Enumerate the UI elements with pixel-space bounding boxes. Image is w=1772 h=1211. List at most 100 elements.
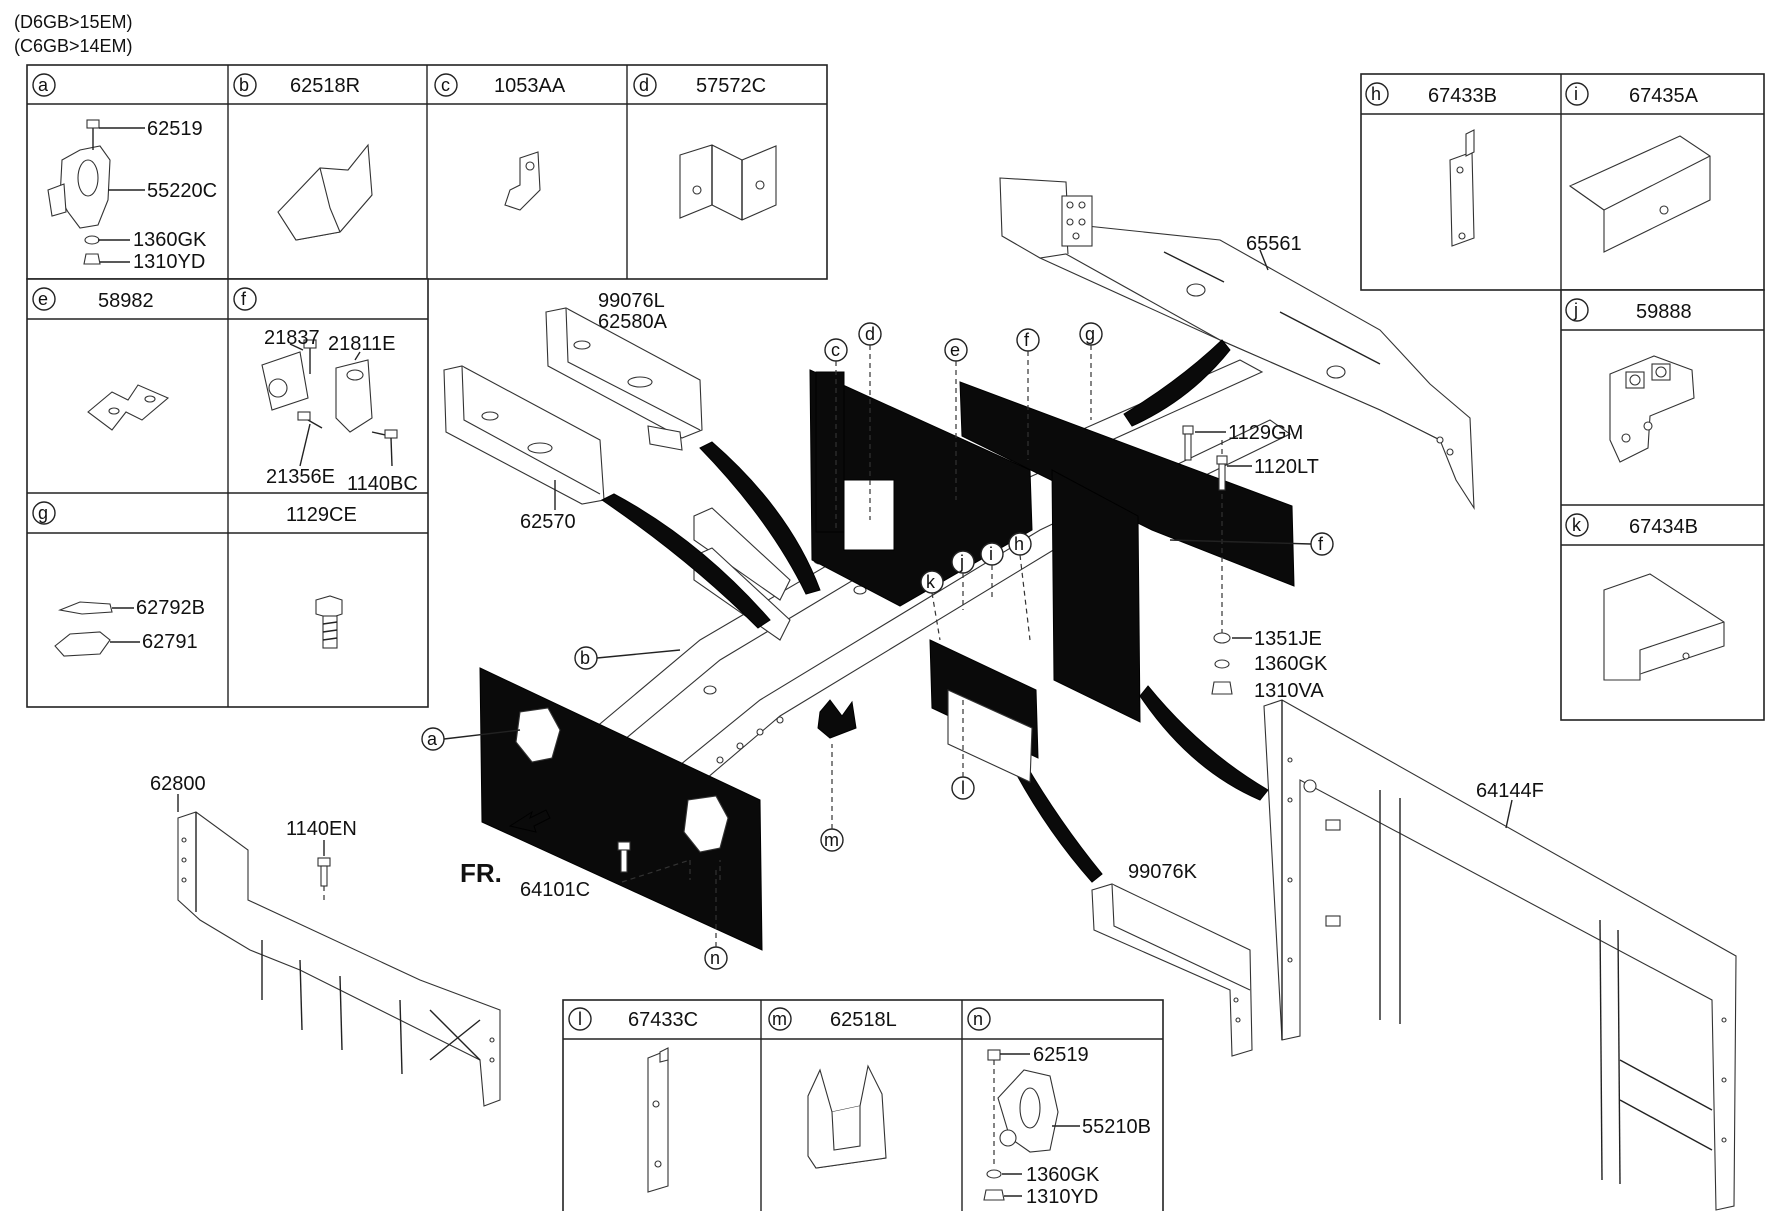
black-part-front-panel (479, 667, 763, 951)
part-1140BC: 1140BC (347, 473, 418, 495)
bottom-parts-table: l 67433C m 62518L n (562, 999, 1164, 1211)
svg-text:l: l (961, 778, 965, 798)
callout-a: a (421, 727, 521, 751)
part-1360GK-n: 1360GK (1026, 1164, 1100, 1186)
cell-g-header: g 1129CE (32, 501, 357, 526)
callout-n: n (704, 866, 728, 970)
mudflap-l-drawing (947, 689, 1033, 783)
callout-i: i (980, 542, 1004, 600)
black-part-panel-2 (959, 381, 1295, 587)
label-1129GM: 1129GM (1228, 422, 1303, 444)
svg-text:f: f (1318, 534, 1324, 554)
cell-n-header: n (967, 1007, 991, 1031)
svg-text:g: g (38, 503, 48, 523)
part-62792B: 62792B (136, 597, 205, 619)
crossmember-65561 (999, 177, 1475, 511)
svg-text:d: d (865, 324, 875, 344)
cell-b-header: b 62518R (233, 73, 360, 97)
label-65561: 65561 (1246, 233, 1302, 255)
svg-text:l: l (578, 1009, 582, 1029)
svg-text:f: f (241, 289, 247, 309)
label-fr: FR. (460, 858, 502, 888)
cell-h-header: h 67433B (1365, 82, 1497, 107)
nut-1310VA (1211, 681, 1233, 695)
callout-f-right: f (1169, 532, 1334, 556)
part-21811E: 21811E (328, 333, 395, 355)
svg-text:62518R: 62518R (290, 75, 360, 97)
black-part-panel-1 (809, 369, 1033, 607)
header-line-2: (C6GB>14EM) (14, 36, 133, 56)
cell-f-header: f (233, 287, 257, 311)
callout-m: m (820, 744, 844, 852)
svg-text:h: h (1014, 534, 1024, 554)
svg-text:e: e (38, 289, 48, 309)
part-1310YD-a: 1310YD (133, 251, 205, 273)
svg-text:1129CE: 1129CE (286, 504, 357, 526)
cell-c-header: c 1053AA (434, 73, 566, 97)
label-99076K: 99076K (1128, 861, 1198, 883)
label-1351JE: 1351JE (1254, 628, 1322, 650)
bracket-i-drawing (1568, 135, 1711, 253)
callout-e: e (944, 338, 968, 500)
bracket-c-drawing (504, 151, 541, 211)
bolt-1120LT (1216, 455, 1228, 491)
svg-text:b: b (239, 75, 249, 95)
cell-d-header: d 57572C (633, 73, 766, 97)
svg-text:d: d (639, 75, 649, 95)
header-line-1: (D6GB>15EM) (14, 12, 133, 32)
svg-text:j: j (959, 552, 964, 572)
svg-text:c: c (831, 340, 840, 360)
part-62519-a: 62519 (147, 118, 203, 140)
callout-g: g (1079, 322, 1103, 420)
bracket-m-drawing (807, 1064, 887, 1169)
washer-1360GK (1214, 659, 1230, 669)
svg-text:i: i (1574, 84, 1578, 104)
svg-text:n: n (973, 1009, 983, 1029)
label-1140EN: 1140EN (286, 818, 357, 840)
svg-text:a: a (427, 729, 438, 749)
bolt-1140EN (317, 857, 331, 904)
label-1360GK: 1360GK (1254, 653, 1328, 675)
crossmember-62570 (443, 365, 605, 505)
svg-text:1053AA: 1053AA (494, 75, 566, 97)
svg-text:67433C: 67433C (628, 1009, 698, 1031)
bracket-l-drawing (647, 1047, 669, 1193)
rear-frame-62800 (177, 811, 501, 1107)
svg-text:67434B: 67434B (1629, 516, 1698, 538)
bolt-1129GM (1182, 425, 1194, 461)
black-curve-1 (601, 493, 771, 629)
black-curve-2 (699, 441, 821, 595)
svg-text:a: a (38, 75, 49, 95)
svg-text:k: k (1572, 515, 1582, 535)
callout-c: c (824, 338, 848, 530)
part-55210B: 55210B (1082, 1116, 1151, 1138)
black-curve-5 (1011, 757, 1103, 883)
bracket-j-drawing (1609, 355, 1695, 463)
hook-parts-g (54, 601, 140, 657)
svg-text:57572C: 57572C (696, 75, 766, 97)
svg-text:62518L: 62518L (830, 1009, 897, 1031)
part-21356E: 21356E (266, 466, 335, 488)
label-1310VA: 1310VA (1254, 680, 1324, 702)
callout-d: d (858, 322, 882, 520)
label-62570: 62570 (520, 511, 576, 533)
label-62580A: 62580A (598, 311, 668, 333)
callout-l: l (951, 700, 975, 800)
bolt-1129CE-drawing (315, 595, 343, 649)
svg-text:59888: 59888 (1636, 301, 1692, 323)
bracket-assembly-n (983, 1049, 1080, 1201)
svg-text:k: k (926, 572, 936, 592)
cell-a-header: a (32, 73, 56, 97)
cell-k-header: k 67434B (1565, 513, 1698, 538)
crossmember-99076K (1091, 883, 1253, 1057)
svg-text:b: b (580, 648, 590, 668)
part-1360GK-a: 1360GK (133, 229, 207, 251)
main-frame-assembly: 65561 99076L 62580A 62570 (150, 177, 1737, 1211)
cell-l-header: l 67433C (568, 1007, 698, 1031)
svg-text:f: f (1024, 330, 1030, 350)
part-21837: 21837 (264, 327, 320, 349)
black-part-panel-3 (1051, 469, 1141, 723)
label-64144F: 64144F (1476, 780, 1544, 802)
part-62791: 62791 (142, 631, 198, 653)
